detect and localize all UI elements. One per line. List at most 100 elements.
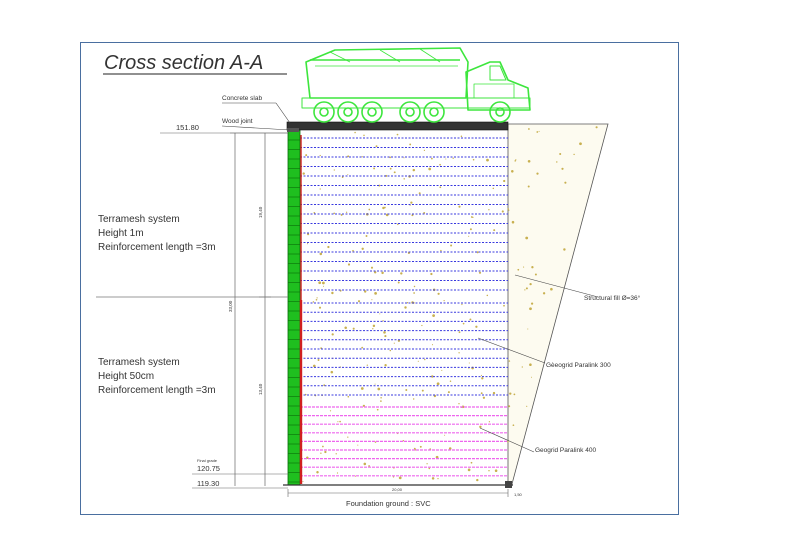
fill-dot xyxy=(393,171,396,174)
fill-dot xyxy=(355,475,357,477)
fill-dot xyxy=(521,366,523,368)
fill-dot xyxy=(531,376,532,378)
fill-dot xyxy=(366,364,368,366)
terramesh-facing xyxy=(287,129,301,486)
fill-dot xyxy=(469,318,472,321)
fill-dot xyxy=(527,128,530,130)
fill-dot xyxy=(307,233,310,236)
fill-dot xyxy=(361,247,364,250)
fill-dot xyxy=(379,313,381,315)
fill-dot xyxy=(478,271,482,274)
fill-dot xyxy=(480,374,482,377)
fill-dot xyxy=(374,441,377,443)
fill-dot xyxy=(329,410,332,412)
fill-dot xyxy=(327,245,330,249)
fill-dot xyxy=(409,204,411,207)
fill-dot xyxy=(305,154,308,157)
fill-dot xyxy=(476,478,479,482)
fill-dot xyxy=(436,382,440,386)
fill-dot xyxy=(488,469,490,472)
fill-dot xyxy=(375,145,378,148)
fill-dot xyxy=(432,314,435,317)
fill-dot xyxy=(380,397,382,399)
fill-dot xyxy=(413,285,416,288)
fill-dot xyxy=(439,163,441,166)
fill-dot xyxy=(534,273,537,276)
fill-dot xyxy=(458,205,461,208)
fill-dot xyxy=(517,268,520,271)
fill-dot xyxy=(440,249,442,252)
fill-dot xyxy=(423,149,425,151)
fill-dot xyxy=(538,130,540,132)
fill-dot xyxy=(526,405,528,407)
fill-dot xyxy=(318,281,322,285)
fill-dot xyxy=(431,157,433,160)
fill-dot xyxy=(322,285,325,287)
base-width-label: 20,00 xyxy=(392,487,403,492)
base-block xyxy=(505,481,512,488)
fill-dot xyxy=(404,306,407,309)
fill-dot xyxy=(431,477,435,480)
fill-dot xyxy=(529,282,532,286)
base-right-label: 1,50 xyxy=(514,492,523,497)
fill-dot xyxy=(333,169,335,171)
fill-dot xyxy=(470,461,473,464)
fill-dot xyxy=(527,159,531,163)
fill-dot xyxy=(413,292,415,294)
fill-dot xyxy=(460,135,463,138)
fill-dot xyxy=(450,244,453,247)
fill-dot xyxy=(419,445,422,448)
fill-dot xyxy=(536,172,539,175)
fill-dot xyxy=(428,467,431,470)
elevation-top: 151.80 xyxy=(176,123,199,132)
fill-dot xyxy=(316,470,319,474)
fill-dot xyxy=(561,167,564,170)
fill-dot xyxy=(508,405,511,408)
fill-dot xyxy=(381,271,384,275)
fill-dot xyxy=(365,235,368,237)
drawing-frame xyxy=(80,42,679,515)
fill-dot xyxy=(550,287,553,291)
fill-dot xyxy=(370,266,374,269)
fill-dot xyxy=(421,324,423,327)
fill-dot xyxy=(319,252,323,256)
fill-dot xyxy=(373,167,376,170)
fill-dot xyxy=(341,176,344,178)
fill-dot xyxy=(357,300,361,303)
fill-dot xyxy=(339,420,341,423)
fill-dot xyxy=(368,208,371,211)
fill-dot xyxy=(389,167,392,170)
fill-dot xyxy=(494,469,498,472)
fill-dot xyxy=(418,192,421,195)
structural-fill-region xyxy=(507,123,609,485)
fill-dot xyxy=(371,299,373,301)
geogrid-300-label: Gèeogrid Paralink 300 xyxy=(546,362,611,369)
fill-dot xyxy=(400,272,403,275)
lower-height-label: 13,40 xyxy=(258,383,263,395)
fill-dot xyxy=(383,331,386,334)
fill-dot xyxy=(376,408,379,411)
fill-dot xyxy=(384,335,387,338)
fill-dot xyxy=(452,157,454,159)
fill-dot xyxy=(509,392,512,395)
fill-dot xyxy=(403,157,405,159)
fill-dot xyxy=(458,403,460,405)
structural-fill-label: Structural fill Ø=36° xyxy=(584,294,641,302)
fill-dot xyxy=(337,421,339,423)
elevation-final-grade: 120.75 xyxy=(197,464,220,473)
dump-truck-icon xyxy=(301,47,531,123)
fill-dot xyxy=(345,211,348,213)
fill-dot xyxy=(527,185,530,188)
fill-dot xyxy=(316,297,318,299)
fill-dot xyxy=(445,158,447,160)
final-grade-label: Final grade xyxy=(197,458,218,463)
fill-dot xyxy=(492,187,495,190)
fill-dot xyxy=(531,266,534,269)
fill-dot xyxy=(512,424,515,427)
fill-dot xyxy=(409,143,412,146)
fill-dot xyxy=(302,480,304,483)
wood-joint-label: Wood joint xyxy=(222,118,253,125)
concrete-slab-leader-2 xyxy=(275,102,291,124)
fill-dot xyxy=(331,333,334,336)
